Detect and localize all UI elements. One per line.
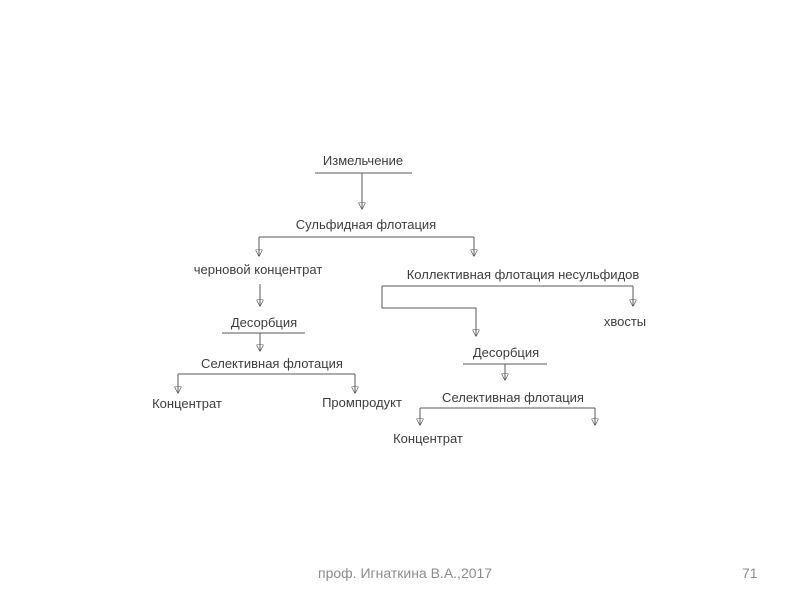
node-selective-flotation-left: Селективная флотация	[201, 356, 343, 371]
node-desorption-left: Десорбция	[230, 315, 298, 330]
edge-collective-desorption	[381, 286, 476, 336]
node-concentrate-right: Концентрат	[393, 431, 463, 446]
node-desorption-right: Десорбция	[472, 345, 540, 360]
node-selective-flotation-right: Селективная флотация	[442, 390, 584, 405]
node-collective-flotation: Коллективная флотация несульфидов	[406, 267, 640, 282]
node-rough-concentrate: черновой концентрат	[193, 262, 323, 277]
footer-page-number: 71	[742, 565, 758, 581]
node-grinding: Измельчение	[322, 153, 404, 168]
node-concentrate-left: Концентрат	[152, 396, 222, 411]
node-middlings: Промпродукт	[322, 395, 402, 410]
node-sulfide-flotation: Сульфидная флотация	[295, 217, 437, 232]
node-tailings: хвосты	[603, 314, 647, 329]
footer-author: проф. Игнаткина В.А.,2017	[318, 565, 493, 581]
